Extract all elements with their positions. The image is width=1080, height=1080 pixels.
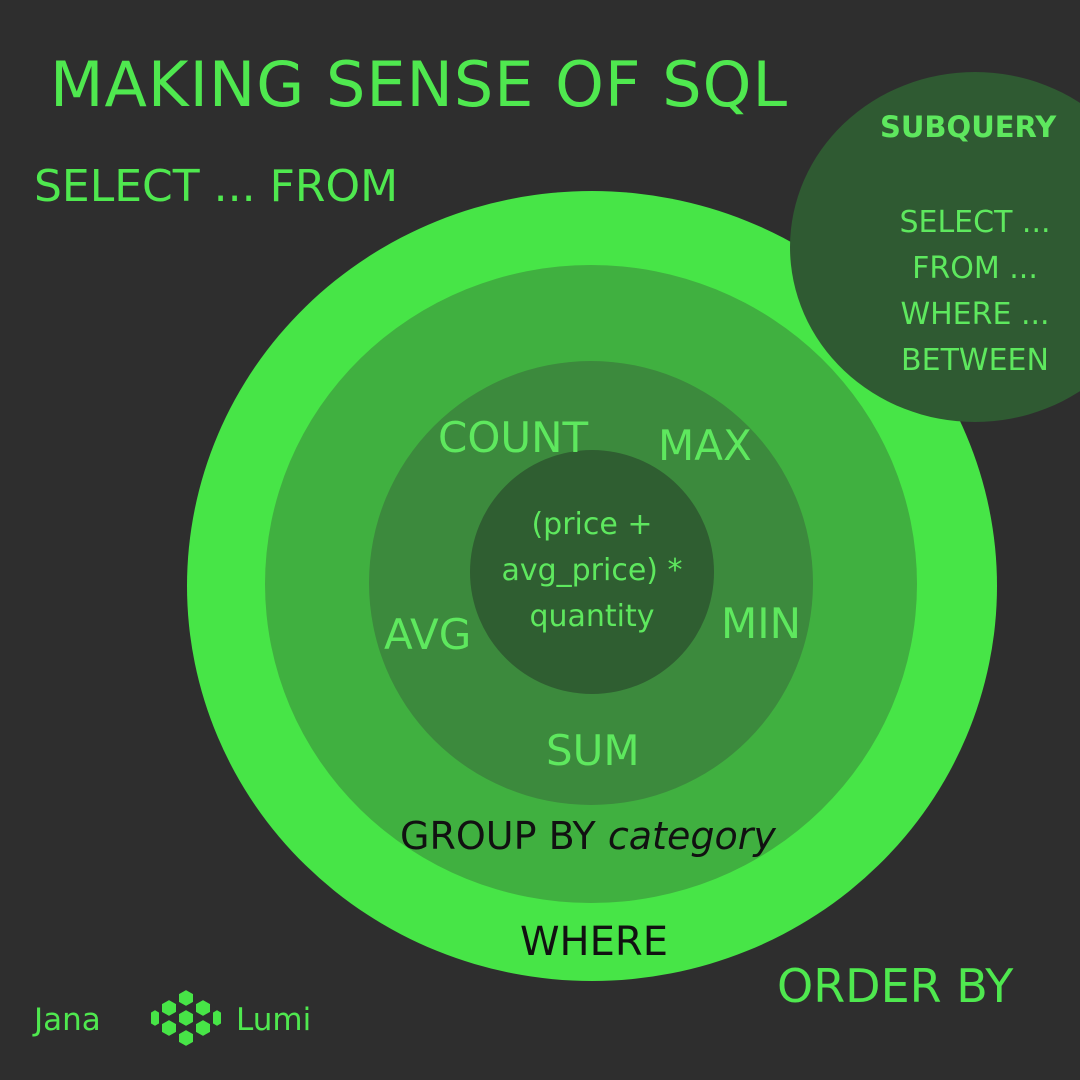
- subquery-title: SUBQUERY: [880, 110, 1057, 144]
- subquery-line: WHERE ...: [900, 297, 1050, 332]
- order-by-label: ORDER BY: [777, 959, 1014, 1013]
- select-from-label: SELECT ... FROM: [34, 161, 399, 212]
- aggregate-max: MAX: [658, 421, 752, 470]
- brand-name-left: Jana: [34, 1002, 101, 1038]
- honeycomb-flower-icon: [149, 987, 223, 1049]
- brand-logo: Jana Lumi: [34, 985, 354, 1055]
- core-expression-line: (price +: [531, 507, 653, 542]
- subquery-line: BETWEEN: [901, 343, 1049, 378]
- aggregate-count: COUNT: [438, 413, 589, 462]
- group-by-keyword: GROUP BY: [400, 814, 596, 858]
- subquery-line: SELECT ...: [899, 205, 1051, 240]
- expression-core: [470, 450, 714, 694]
- subquery-bubble: [790, 72, 1080, 422]
- group-by-argument: category: [607, 814, 776, 858]
- aggregate-sum: SUM: [546, 726, 640, 775]
- core-expression-line: avg_price) *: [501, 553, 683, 588]
- subquery-lines: SELECT ... FROM ... WHERE ... BETWEEN: [880, 200, 1070, 384]
- core-expression: (price + avg_price) * quantity: [470, 502, 714, 640]
- group-by-label: GROUP BY category: [400, 817, 776, 855]
- aggregate-avg: AVG: [384, 610, 472, 659]
- where-label: WHERE: [520, 919, 668, 965]
- brand-name-right: Lumi: [236, 1002, 312, 1038]
- diagram-title: MAKING SENSE OF SQL: [50, 48, 788, 121]
- aggregate-min: MIN: [721, 599, 802, 648]
- subquery-line: FROM ...: [912, 251, 1038, 286]
- core-expression-line: quantity: [529, 599, 655, 634]
